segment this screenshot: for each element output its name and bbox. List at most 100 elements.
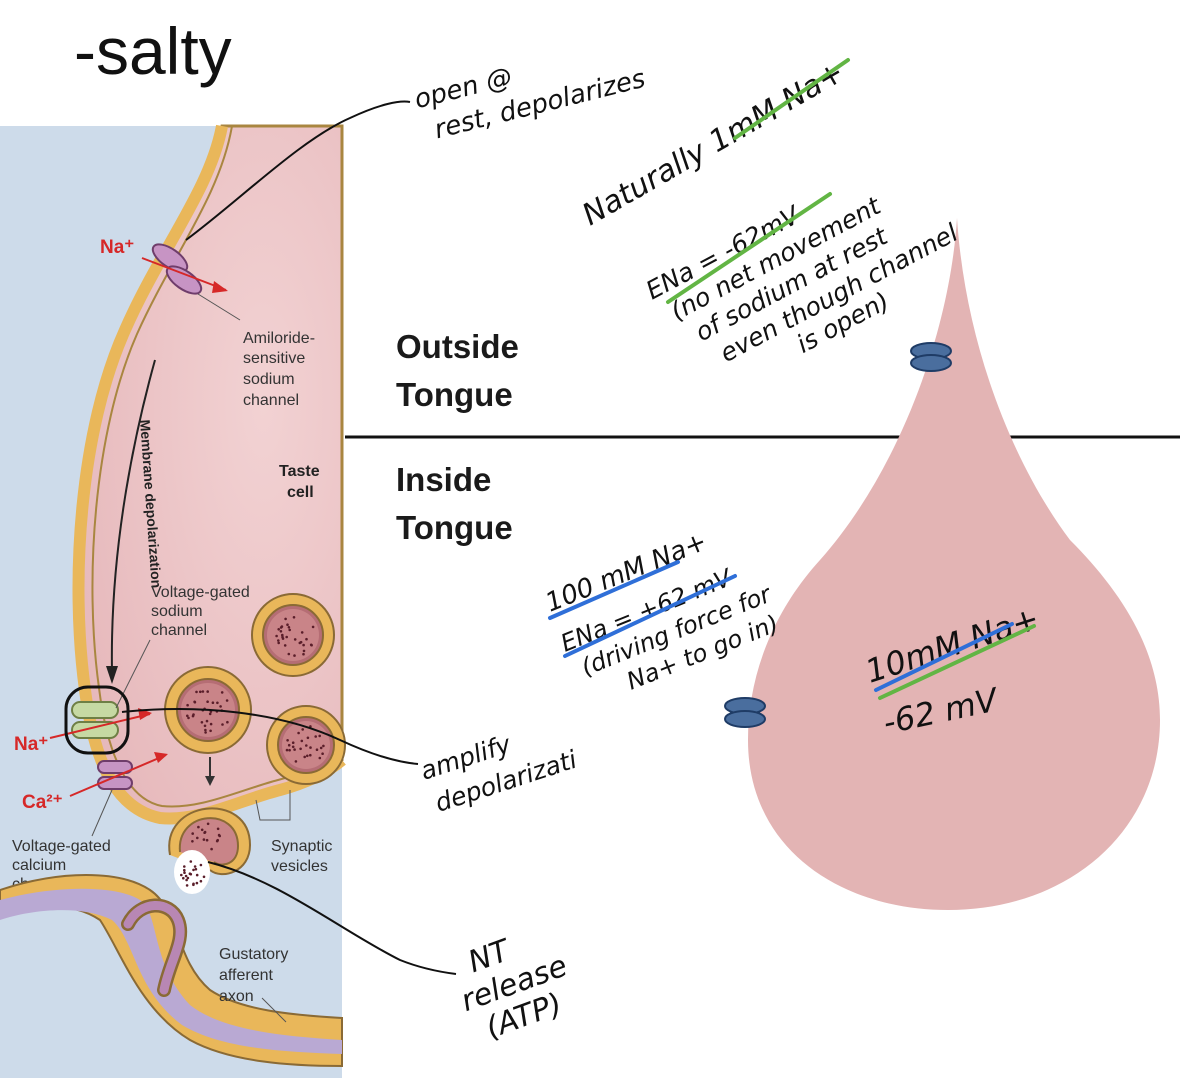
vesicle-dot [310,643,313,647]
gustatory-afferent-label: Gustatory afferent axon [219,946,293,1005]
vesicle-dot [225,699,229,702]
synaptic-bracket [255,790,291,821]
cell-concentration-underline-blue [874,622,1014,692]
ca-arrow [69,754,167,797]
vesicle-dot [287,626,291,629]
vesicle-dot [203,830,207,834]
vesicle-dot [206,700,209,703]
vesicle-dot [309,753,312,757]
vesicle-dot [293,638,297,641]
vesicle-dot [197,825,200,829]
vesicle-dot [208,712,212,716]
vesicle-dot [195,873,199,877]
vesicle-dot [306,754,309,758]
axon-spine-inner [123,901,185,995]
inside-channel [724,697,766,728]
vesicle-dot [199,690,202,694]
vesicle-dot [284,617,287,621]
vesicle-dot [205,838,209,842]
amiloride-leader [197,293,241,321]
outside-channel [910,342,952,372]
vesicle-dot [192,882,195,886]
vesicle-dot [309,746,312,749]
vesicle-dot [216,838,219,842]
vesicle-dot [286,623,289,626]
ena-inside-underline [563,574,737,658]
vesicle-dot [185,878,188,882]
vesicle-dot [184,874,188,878]
vesicle-dot [201,690,205,693]
na-top-label: Na⁺ [100,237,134,258]
vesicle-dot [293,748,296,751]
vesicle-dot [182,876,185,880]
vg-sodium-label: Voltage-gated sodium channel [151,584,254,639]
vesicle-dot [302,652,305,656]
amplify-note: amplify depolarizati [417,711,581,819]
vesicle-dot [277,628,281,631]
vesicle-dot [305,637,308,641]
vesicle-dot [187,716,190,720]
vesicle-dot [192,868,195,872]
naturally-underline [733,58,850,140]
vesicle-dot [202,838,206,841]
vesicle-dot [196,836,199,840]
vesicle-dot [216,701,219,705]
vesicle-dot [293,654,296,657]
vesicle-dot [291,741,295,744]
vesicle-dot [299,747,302,751]
vesicle-dot [285,748,289,752]
vesicle-dot [281,635,284,639]
vesicle-dot [194,867,198,871]
inside-mm-underline [548,560,680,620]
vesicle-dot [185,884,189,887]
vesicle-dot [203,724,207,728]
vesicle-dot [193,865,197,868]
vesicle-dot [300,739,304,743]
vesicle-dot [216,827,220,831]
vesicle-dot [277,639,280,642]
taste-cell-membrane-yellow [72,124,346,825]
vesicle-dot [211,701,215,704]
released-neurotransmitter [174,850,210,894]
vesicle-dot [318,734,322,738]
vesicle-dot [193,700,196,704]
vesicle-dot [183,868,186,872]
vesicle-dot [202,875,206,879]
vesicle-dot [195,881,199,885]
vesicle-dot [288,748,291,752]
nt-release-note: NT release (ATP) [445,913,593,1051]
vesicle-dot [188,872,192,875]
vesicle-dot [199,879,203,883]
vesicle-dot [279,630,283,633]
axon-interior [0,888,342,1054]
vesicle-dot [281,633,284,637]
vesicle-dot [205,719,209,723]
vesicle-dot [209,729,212,733]
vesicle-dot [292,616,296,619]
vesicle-dot [297,731,300,735]
vesicle-dot [200,721,204,724]
vesicle-dot [186,714,189,718]
taste-cell-teardrop [748,218,1160,910]
vesicle-dot [206,690,209,693]
vesicle-dot [288,628,292,632]
taste-cell-label: Taste cell [279,463,324,501]
amiloride-label: Amiloride- sensitive sodium channel [243,330,319,409]
outside-tongue-label: Outside Tongue [396,328,519,413]
vesicle-dot [291,745,295,749]
vesicle-dot [302,649,306,653]
inside-tongue-label: Inside Tongue [396,461,513,546]
vesicle-dot [315,748,319,751]
vesicle-dot [180,873,183,877]
synaptic-vesicles-label: Synaptic vesicles [271,838,337,875]
hand-circle-vg-channel [64,685,130,755]
vesicle-dot [319,746,323,750]
vesicle-dot [191,832,194,835]
vesicle-dot [301,728,305,731]
vesicle-dot [287,743,291,747]
amplify-leader [121,708,419,765]
cell-concentration-underline-green [878,624,1036,700]
vesicle-dot [204,731,207,734]
vesicle-dot [209,722,213,726]
